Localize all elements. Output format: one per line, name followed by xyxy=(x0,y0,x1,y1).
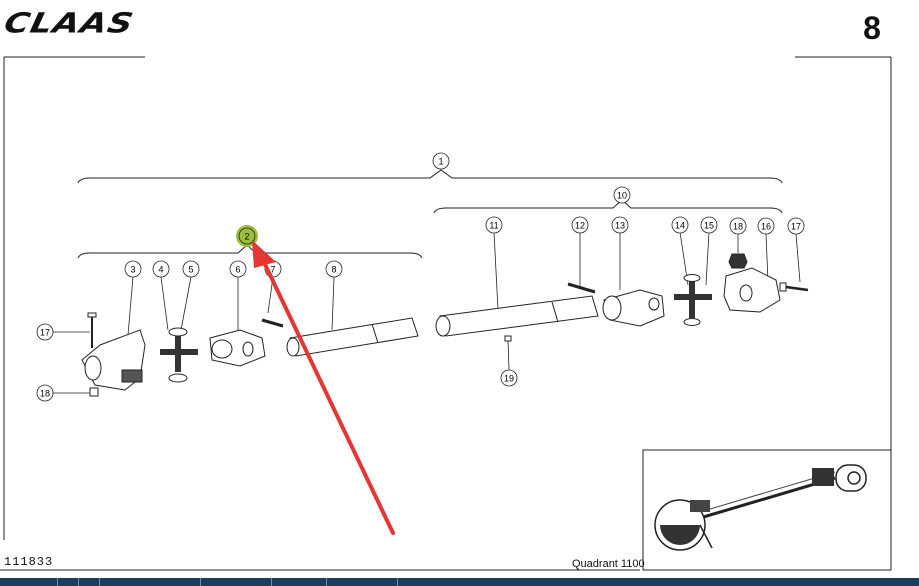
callout-13: 13 xyxy=(611,216,629,234)
callout-5: 5 xyxy=(182,260,200,278)
taskbar-segment[interactable] xyxy=(58,578,79,586)
callout-15: 15 xyxy=(700,216,718,234)
svg-text:10: 10 xyxy=(617,191,627,201)
document-number: 111833 xyxy=(4,555,54,569)
callout-6: 6 xyxy=(229,260,247,278)
drive-shaft-parts xyxy=(81,253,809,397)
svg-text:1: 1 xyxy=(438,157,443,167)
svg-text:18: 18 xyxy=(40,389,50,399)
callout-18-left: 18 xyxy=(36,384,54,402)
callout-17-left: 17 xyxy=(36,323,54,341)
taskbar xyxy=(0,578,919,586)
svg-text:16: 16 xyxy=(761,222,771,232)
callout-markers: 1 2 3 4 5 6 7 8 10 11 12 13 14 15 16 17 … xyxy=(36,152,805,402)
svg-text:4: 4 xyxy=(158,265,163,275)
svg-text:11: 11 xyxy=(489,221,498,231)
callout-1: 1 xyxy=(432,152,450,170)
taskbar-segment[interactable] xyxy=(327,578,398,586)
svg-text:17: 17 xyxy=(791,222,801,232)
taskbar-segment[interactable] xyxy=(201,578,272,586)
inset-illustration xyxy=(642,449,892,571)
callout-3: 3 xyxy=(124,260,142,278)
model-label: Quadrant 1100 xyxy=(572,558,645,570)
group-brackets xyxy=(77,169,783,259)
svg-text:15: 15 xyxy=(704,221,714,231)
callout-14: 14 xyxy=(671,216,689,234)
callout-12: 12 xyxy=(571,216,589,234)
taskbar-segment[interactable] xyxy=(272,578,327,586)
svg-text:2: 2 xyxy=(244,232,249,242)
svg-text:3: 3 xyxy=(130,265,135,275)
leader-lines xyxy=(52,169,801,394)
svg-text:17: 17 xyxy=(40,328,50,338)
callout-17-right: 17 xyxy=(787,217,805,235)
page-number: 8 xyxy=(863,10,881,46)
taskbar-segment[interactable] xyxy=(79,578,100,586)
callout-4: 4 xyxy=(152,260,170,278)
callout-16: 16 xyxy=(757,217,775,235)
svg-text:13: 13 xyxy=(615,221,625,231)
callout-8: 8 xyxy=(325,260,343,278)
callout-10: 10 xyxy=(613,186,631,204)
svg-text:5: 5 xyxy=(188,265,193,275)
callout-11: 11 xyxy=(485,216,503,234)
callout-18-right: 18 xyxy=(729,217,747,235)
svg-text:8: 8 xyxy=(331,265,336,275)
svg-text:12: 12 xyxy=(575,221,585,231)
svg-text:18: 18 xyxy=(733,222,743,232)
svg-text:19: 19 xyxy=(504,374,514,384)
annotation-arrow xyxy=(252,240,395,535)
callout-19: 19 xyxy=(500,369,518,387)
svg-text:6: 6 xyxy=(235,265,240,275)
taskbar-segment[interactable] xyxy=(100,578,201,586)
taskbar-segment[interactable] xyxy=(0,578,58,586)
svg-text:7: 7 xyxy=(270,265,275,275)
svg-text:14: 14 xyxy=(675,221,685,231)
